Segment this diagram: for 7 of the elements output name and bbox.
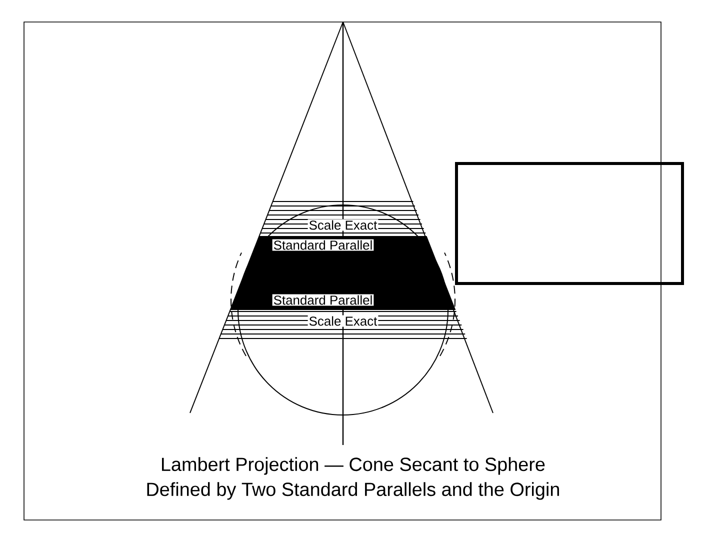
caption-line: Defined by Two Standard Parallels and the Origin <box>147 482 559 500</box>
band-label: Standard Parallel <box>272 294 374 306</box>
caption-line: Lambert Projection — Cone Secant to Sphere <box>162 457 545 475</box>
empty-box <box>455 162 684 285</box>
band-label: Standard Parallel <box>272 239 374 251</box>
band-label: Scale Exact <box>308 219 378 231</box>
band-label: Scale Exact <box>308 315 378 327</box>
